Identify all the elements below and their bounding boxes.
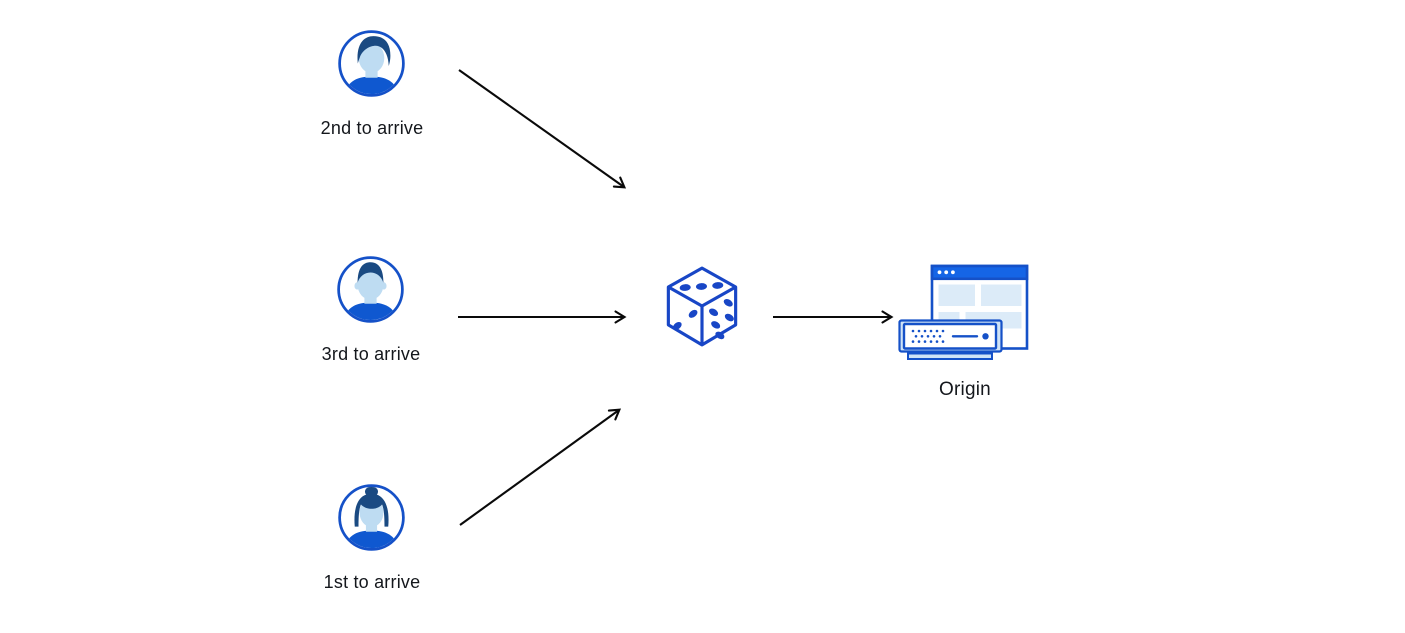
origin-browser-server-icon xyxy=(898,264,1029,360)
dice-pips xyxy=(672,282,734,340)
dice-icon xyxy=(666,266,738,347)
arrow-user2-to-dice xyxy=(458,69,627,189)
origin-node xyxy=(898,262,1030,366)
user-node-1st xyxy=(338,484,405,551)
user-label-1st: 1st to arrive xyxy=(323,572,421,592)
user-avatar-woman-bun-icon xyxy=(338,484,405,551)
server-icon xyxy=(898,319,1003,360)
user-node-3rd xyxy=(337,256,404,323)
browser-titlebar-dots-icon xyxy=(937,270,955,275)
server-vent-dots xyxy=(911,329,945,343)
user-label-3rd: 3rd to arrive xyxy=(321,344,421,364)
user-avatar-man-short-hair-icon xyxy=(337,256,404,323)
user-label-2nd: 2nd to arrive xyxy=(320,118,424,138)
dice-node xyxy=(665,266,739,348)
server-led-icon xyxy=(982,333,989,340)
arrow-user1-to-dice xyxy=(459,408,622,526)
user-avatar-man-swept-hair-icon xyxy=(338,30,405,97)
origin-label: Origin xyxy=(939,379,991,400)
user-node-2nd xyxy=(338,30,405,97)
